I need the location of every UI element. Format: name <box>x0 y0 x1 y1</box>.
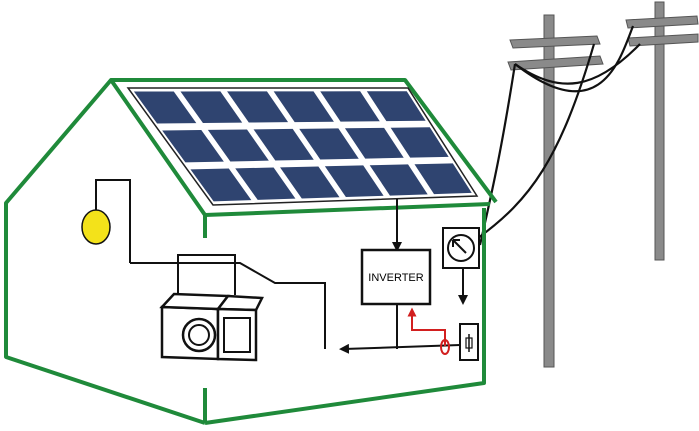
solar-cell <box>273 91 334 123</box>
solar-cell <box>324 165 384 198</box>
solar-cell <box>190 168 252 202</box>
solar-panel <box>126 87 479 206</box>
electric-meter-icon <box>442 227 480 269</box>
inverter-box: INVERTER <box>360 248 432 306</box>
solar-cell <box>414 163 472 195</box>
washer-dryer-icon <box>159 254 264 362</box>
fuse-box-icon <box>459 323 479 361</box>
utility-pole-right <box>625 1 699 261</box>
house-outline <box>4 78 498 425</box>
utility-pole-left <box>507 14 604 368</box>
feedback-wire <box>407 307 450 355</box>
solar-cell <box>180 91 243 124</box>
solar-cell <box>133 91 197 124</box>
light-bulb-icon <box>81 179 131 263</box>
solar-cell <box>320 91 380 122</box>
inverter-label: INVERTER <box>368 272 423 284</box>
solar-cell <box>344 127 404 159</box>
solar-cell <box>162 130 224 163</box>
solar-cell <box>253 128 314 161</box>
solar-cell <box>390 127 449 158</box>
solar-cell <box>207 129 269 162</box>
solar-cell <box>227 91 289 123</box>
solar-cell <box>369 164 428 196</box>
solar-cell <box>299 128 359 160</box>
solar-cell <box>280 166 340 199</box>
solar-cell <box>235 167 296 200</box>
solar-cell <box>366 91 426 122</box>
